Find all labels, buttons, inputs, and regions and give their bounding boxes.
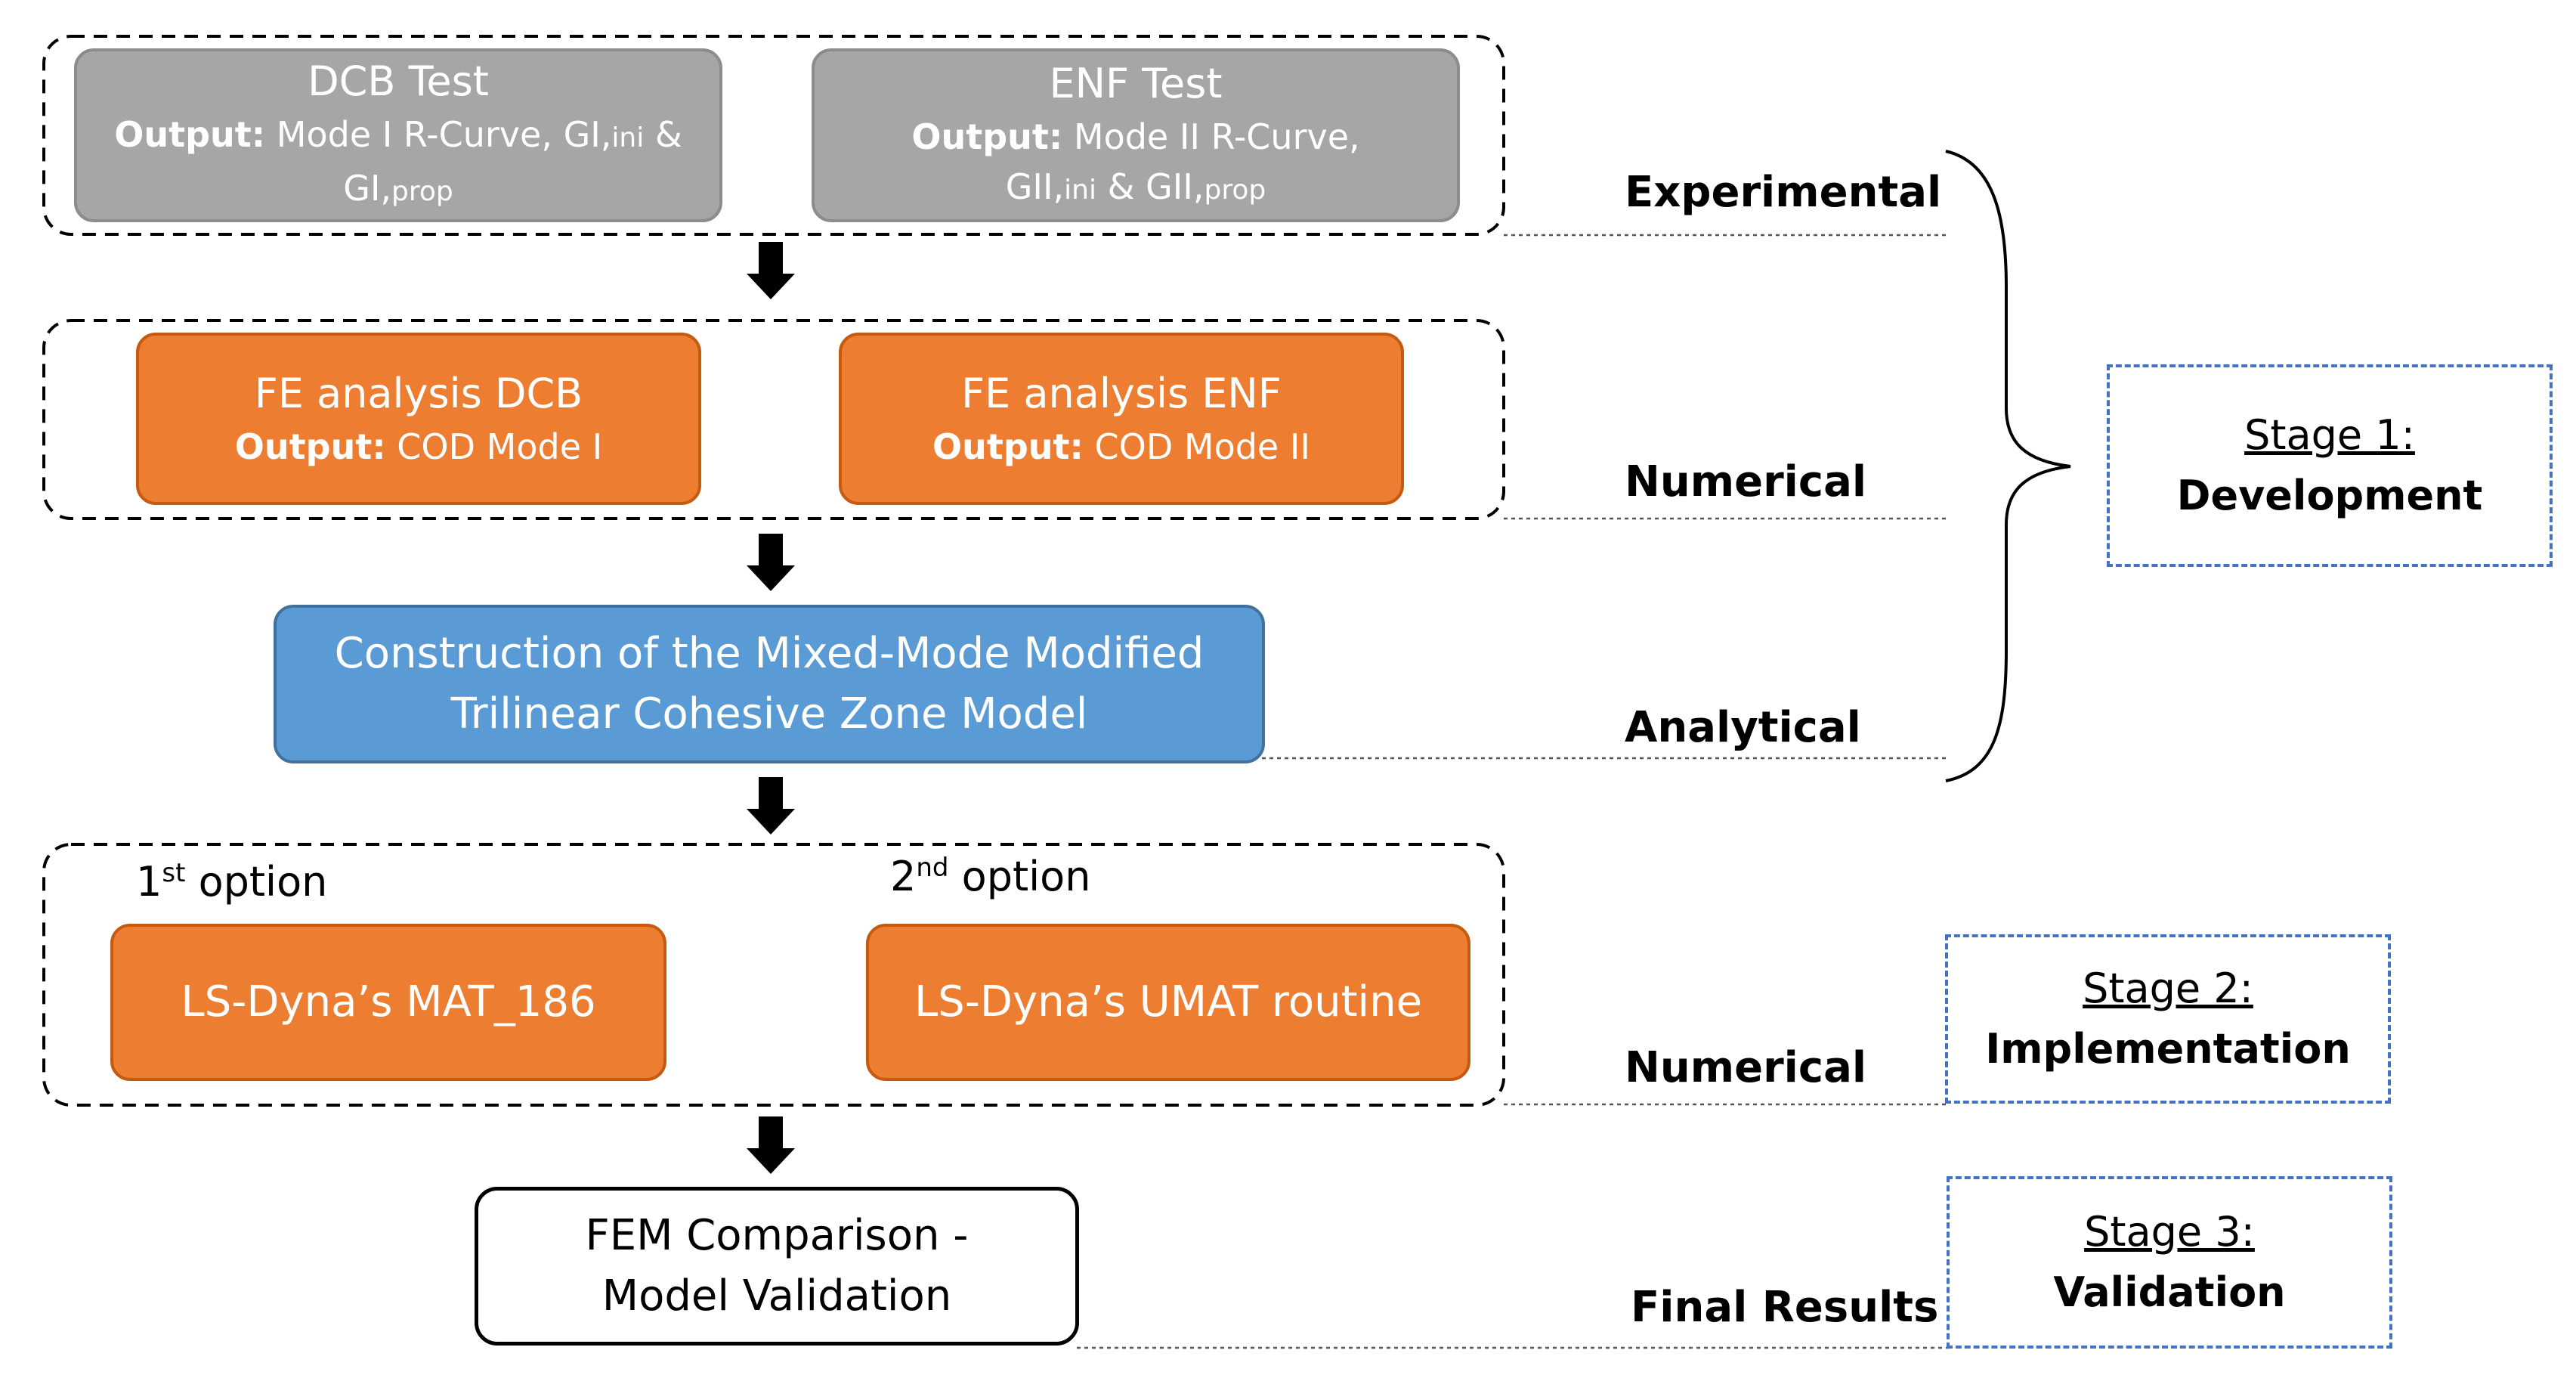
dcb-test-output: Output: Mode I R-Curve, GI,ini & [114, 110, 682, 163]
umat-routine-label: LS-Dyna’s UMAT routine [914, 977, 1423, 1027]
enf-output-amp: & GII, [1096, 166, 1205, 207]
czm-line2: Trilinear Cohesive Zone Model [450, 689, 1088, 739]
option-2-sup: nd [916, 853, 949, 883]
option-1-label: 1st option [136, 858, 327, 906]
stage-2-name: Implementation [1985, 1025, 2351, 1073]
dcb-output-line1: Mode I R-Curve, GI, [276, 114, 612, 155]
stage-3-box: Stage 3: Validation [1947, 1176, 2392, 1349]
dcb-output-amp: & [644, 114, 682, 155]
fe-analysis-dcb-output: Output: COD Mode I [235, 422, 602, 472]
output-label: Output: [932, 426, 1084, 467]
fe-analysis-enf-box: FE analysis ENF Output: COD Mode II [839, 333, 1404, 505]
label-numerical-1: Numerical [1625, 457, 1867, 506]
mat-186-label: LS-Dyna’s MAT_186 [181, 977, 596, 1027]
fem-comparison-box: FEM Comparison - Model Validation [475, 1187, 1079, 1346]
dcb-output-sub2: prop [391, 176, 453, 207]
option-2-num: 2 [890, 853, 917, 900]
stage-3-name: Validation [2053, 1268, 2286, 1316]
implementation-group-frame [42, 843, 1505, 1107]
enf-test-title: ENF Test [1049, 59, 1223, 107]
numerical-group-frame [42, 319, 1505, 520]
stage-2-title: Stage 2: [2083, 965, 2253, 1012]
dcb-output-sub1: ini [611, 122, 645, 153]
fe-enf-output-text: COD Mode II [1083, 426, 1310, 467]
fe-dcb-output-text: COD Mode I [385, 426, 603, 467]
arrow-down-icon [747, 777, 795, 835]
option-1-sup: st [162, 858, 186, 888]
mat-186-box: LS-Dyna’s MAT_186 [110, 924, 666, 1081]
stage-3-title: Stage 3: [2084, 1208, 2255, 1256]
dcb-test-output-line2: GI,prop [343, 163, 453, 217]
output-label: Output: [114, 114, 266, 155]
option-2-text: option [948, 853, 1091, 900]
enf-output-sub1: ini [1064, 174, 1096, 206]
dcb-output-line2: GI, [343, 168, 392, 209]
option-2-label: 2nd option [890, 853, 1090, 900]
fe-analysis-enf-output: Output: COD Mode II [932, 422, 1310, 472]
enf-output-sub2: prop [1204, 174, 1266, 206]
dcb-test-box: DCB Test Output: Mode I R-Curve, GI,ini … [74, 48, 722, 222]
label-numerical-2: Numerical [1625, 1043, 1867, 1092]
arrow-down-icon [747, 1116, 795, 1174]
label-final-results: Final Results [1631, 1283, 1939, 1332]
enf-output-line2a: GII, [1005, 166, 1065, 207]
arrow-down-icon [747, 242, 795, 299]
label-analytical: Analytical [1625, 703, 1861, 752]
fe-analysis-enf-title: FE analysis ENF [961, 370, 1282, 417]
fem-line2: Model Validation [601, 1271, 952, 1321]
stage-1-name: Development [2176, 472, 2483, 519]
stage-1-box: Stage 1: Development [2107, 364, 2553, 567]
enf-test-box: ENF Test Output: Mode II R-Curve, GII,in… [812, 48, 1460, 222]
option-1-num: 1 [136, 858, 162, 906]
output-label: Output: [911, 116, 1063, 157]
output-label: Output: [234, 426, 386, 467]
fe-analysis-dcb-box: FE analysis DCB Output: COD Mode I [136, 333, 701, 505]
curly-brace-icon [1945, 150, 2071, 782]
stage-2-box: Stage 2: Implementation [1945, 934, 2391, 1104]
label-experimental: Experimental [1625, 168, 1942, 217]
umat-routine-box: LS-Dyna’s UMAT routine [866, 924, 1470, 1081]
fem-line1: FEM Comparison - [585, 1211, 969, 1260]
arrow-down-icon [747, 534, 795, 591]
fe-analysis-dcb-title: FE analysis DCB [254, 370, 583, 417]
experimental-group-frame [42, 35, 1505, 236]
dcb-test-title: DCB Test [308, 57, 489, 105]
stage-1-title: Stage 1: [2244, 411, 2415, 459]
cohesive-zone-model-box: Construction of the Mixed-Mode Modified … [274, 605, 1265, 763]
enf-output-line1: Mode II R-Curve, [1073, 116, 1360, 157]
enf-test-output: Output: Mode II R-Curve, [911, 112, 1359, 162]
czm-line1: Construction of the Mixed-Mode Modified [334, 629, 1205, 678]
enf-test-output-line2: GII,ini & GII,prop [1006, 162, 1266, 215]
option-1-text: option [185, 858, 328, 906]
